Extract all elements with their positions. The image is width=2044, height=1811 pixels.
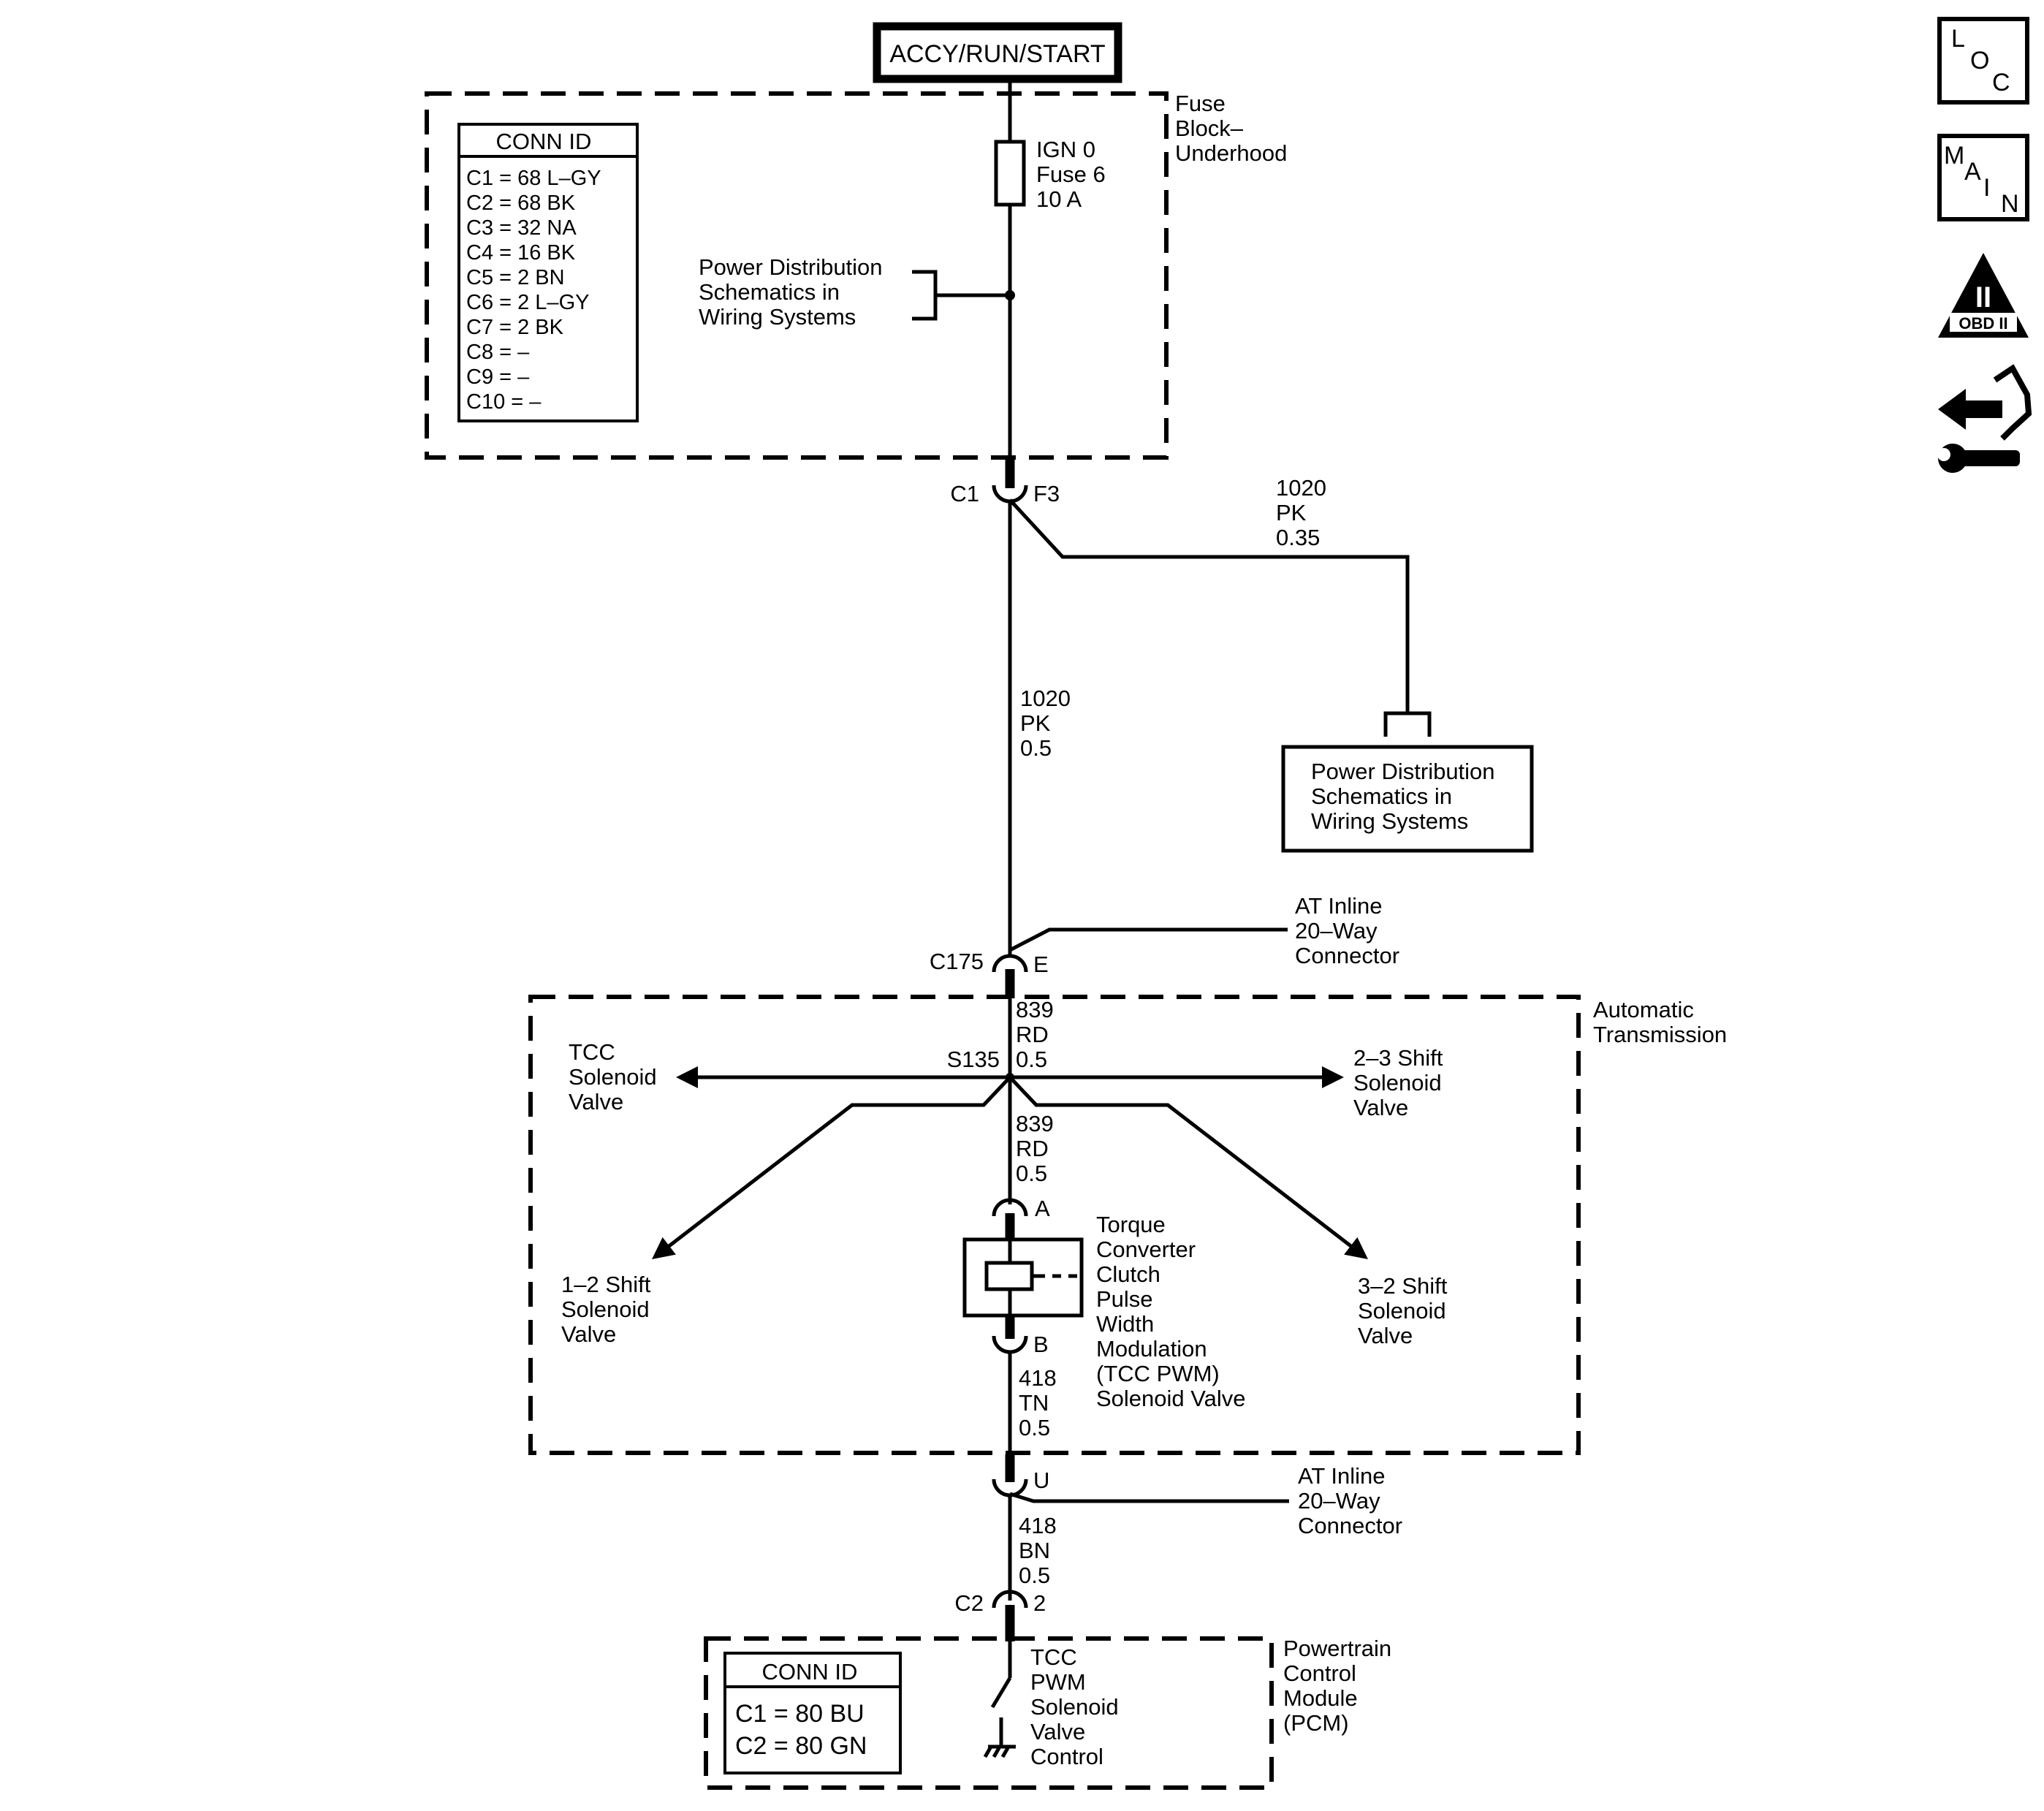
fuse-label: IGN 0 Fuse 6 10 A <box>1036 137 1112 212</box>
power-source-label: ACCY/RUN/START <box>889 40 1105 68</box>
connector-u: U <box>992 1454 1289 1503</box>
connector-c1-f3: C1 F3 <box>950 458 1060 506</box>
svg-text:B: B <box>1033 1332 1049 1357</box>
svg-text:C1 = 80 BU C2 = 80 G: C1 = 80 BU C2 = 80 GN <box>735 1700 871 1760</box>
tcc-pwm-solenoid <box>962 1237 1084 1318</box>
conn-id-rows: C1 = 68 L–GY C2 = 68 BK C3 = 32 NA C4 = … <box>466 167 607 414</box>
svg-text:C: C <box>1992 69 2010 96</box>
shift-23-label: 2–3 Shift Solenoid Valve <box>1353 1045 1449 1120</box>
ground-icon <box>983 1744 1016 1758</box>
wire-out-label: 418 TN 0.5 <box>1019 1365 1063 1440</box>
connector-c2: C2 2 <box>954 1590 1046 1641</box>
svg-text:M: M <box>1944 142 1964 170</box>
svg-text:E: E <box>1033 952 1049 977</box>
arrow-shift-12 <box>652 1076 1011 1260</box>
svg-text:Power Distribution Schem: Power Distribution Schematics in Wiring … <box>1311 759 1501 834</box>
tcc-pwm-solenoid-label: Torque Converter Clutch Pulse Width Modu… <box>1096 1212 1246 1411</box>
pcm-control-label: TCC PWM Solenoid Valve Control <box>1030 1644 1125 1769</box>
ref-bracket <box>912 270 938 321</box>
branch-wire-1020 <box>1008 498 1410 712</box>
svg-text:OBD II: OBD II <box>1958 314 2007 333</box>
svg-text:I: I <box>1983 174 1990 202</box>
arrow-shift-32 <box>1008 1076 1368 1260</box>
ref-box-bracket <box>1383 711 1432 737</box>
fuse-block-label: Fuse Block– Underhood <box>1175 91 1287 166</box>
fuse-block-ref-text: Power Distribution Schematics in Wiring … <box>699 254 889 330</box>
pcm-conn-id-table: CONN ID C1 = 80 BU C2 = 80 GN <box>723 1652 902 1774</box>
svg-text:CONN ID: CONN ID <box>762 1659 858 1685</box>
branch-wire-label: 1020 PK 0.35 <box>1276 475 1333 550</box>
transmission-boundary <box>528 995 1581 1455</box>
connector-pin-b: B <box>992 1315 1049 1357</box>
power-distribution-ref-box: Power Distribution Schematics in Wiring … <box>1281 745 1534 853</box>
splice-s135-label: S135 <box>947 1047 1000 1072</box>
svg-text:N: N <box>2001 190 2019 218</box>
power-source-box: ACCY/RUN/START <box>873 22 1122 83</box>
svg-text:II: II <box>1975 281 1991 314</box>
connector-pin-a: A <box>992 1196 1050 1239</box>
wrench-arrows-icon[interactable] <box>1937 364 2032 473</box>
lower-wire-label: 418 BN 0.5 <box>1019 1513 1063 1588</box>
svg-text:C175: C175 <box>930 949 984 974</box>
connector-c175: C175 E <box>930 927 1288 998</box>
loc-icon[interactable]: L O C <box>1937 17 2029 105</box>
svg-text:U: U <box>1033 1468 1049 1493</box>
obd-ii-icon[interactable]: OBD II II <box>1938 253 2029 338</box>
shift-12-label: 1–2 Shift Solenoid Valve <box>561 1272 657 1347</box>
shift-32-label: 3–2 Shift Solenoid Valve <box>1358 1273 1454 1348</box>
svg-text:L: L <box>1951 25 1965 53</box>
svg-text:O: O <box>1970 47 1989 75</box>
inline-bottom-label: AT Inline 20–Way Connector <box>1298 1463 1402 1538</box>
conn-id-title: CONN ID <box>496 129 592 154</box>
svg-text:F3: F3 <box>1033 481 1060 506</box>
wire-in-label: 839 RD 0.5 <box>1016 997 1060 1072</box>
wire-mid-label: 839 RD 0.5 <box>1016 1111 1060 1186</box>
tcc-solenoid-valve-label: TCC Solenoid Valve <box>569 1039 663 1115</box>
transmission-label: Automatic Transmission <box>1593 997 1727 1047</box>
svg-text:2: 2 <box>1033 1590 1046 1616</box>
fuse-block-conn-id-table: CONN ID C1 = 68 L–GY C2 = 68 BK C3 = 32 … <box>457 123 639 422</box>
fuse-icon <box>994 140 1026 207</box>
inline-top-label: AT Inline 20–Way Connector <box>1295 893 1399 968</box>
pcm-switch <box>990 1641 1012 1747</box>
svg-text:C1: C1 <box>950 481 979 506</box>
main-icon[interactable]: M A I N <box>1937 134 2029 221</box>
main-wire-label: 1020 PK 0.5 <box>1020 686 1077 761</box>
svg-text:C2: C2 <box>954 1590 984 1616</box>
fuse-block-boundary <box>425 91 1169 460</box>
pcm-label: Powertrain Control Module (PCM) <box>1283 1636 1398 1736</box>
svg-text:A: A <box>1035 1196 1050 1221</box>
svg-text:A: A <box>1964 158 1981 186</box>
pcm-boundary <box>704 1636 1274 1790</box>
